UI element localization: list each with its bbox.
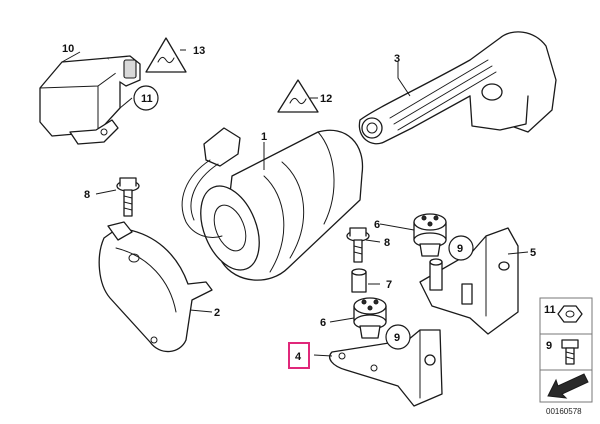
legend-label-9: 9 bbox=[546, 340, 552, 352]
nut-icon bbox=[557, 305, 583, 323]
sleeve-part bbox=[351, 268, 367, 293]
callout-circle-11 bbox=[133, 85, 159, 111]
warning-triangle-icon bbox=[277, 79, 319, 113]
legend-label-11: 11 bbox=[544, 304, 556, 316]
callout-9b: 9 bbox=[394, 332, 400, 344]
arrow-down-left-icon bbox=[547, 373, 589, 399]
callout-6b: 6 bbox=[320, 317, 326, 329]
mounting-bracket-5 bbox=[419, 227, 519, 335]
callout-11: 11 bbox=[141, 93, 153, 105]
callout-circle-9a bbox=[448, 235, 474, 261]
bolt-part-8b bbox=[346, 227, 370, 263]
callout-4: 4 bbox=[295, 351, 302, 363]
callout-circle-9b bbox=[385, 324, 411, 350]
rubber-mount-upper bbox=[413, 213, 447, 257]
callout-2: 2 bbox=[214, 307, 220, 319]
callout-8a: 8 bbox=[84, 189, 90, 201]
callout-12: 12 bbox=[320, 93, 332, 105]
callout-3: 3 bbox=[394, 53, 400, 65]
callout-13: 13 bbox=[193, 45, 205, 57]
mounting-bracket-4 bbox=[329, 329, 443, 407]
callout-5: 5 bbox=[530, 247, 536, 259]
bolt-part-8a bbox=[116, 177, 140, 217]
callout-10: 10 bbox=[62, 43, 74, 55]
actuator-unit-part bbox=[181, 127, 364, 281]
warning-label-12 bbox=[277, 79, 319, 113]
callout-6a: 6 bbox=[374, 219, 380, 231]
warning-label-13 bbox=[145, 37, 187, 73]
legend-panel: 11 9 bbox=[539, 297, 593, 403]
warning-triangle-icon bbox=[145, 37, 187, 73]
highlight-box-4 bbox=[288, 342, 310, 369]
bolt-icon bbox=[561, 339, 579, 365]
support-arm-part bbox=[358, 31, 557, 145]
callout-9a: 9 bbox=[457, 243, 463, 255]
strap-clamp-part bbox=[98, 221, 213, 353]
callout-8b: 8 bbox=[384, 237, 390, 249]
rubber-mount-lower bbox=[353, 297, 387, 339]
sensor-module-part bbox=[39, 55, 141, 145]
callout-1: 1 bbox=[261, 131, 267, 143]
document-id: 00160578 bbox=[546, 407, 582, 416]
callout-7: 7 bbox=[386, 279, 392, 291]
